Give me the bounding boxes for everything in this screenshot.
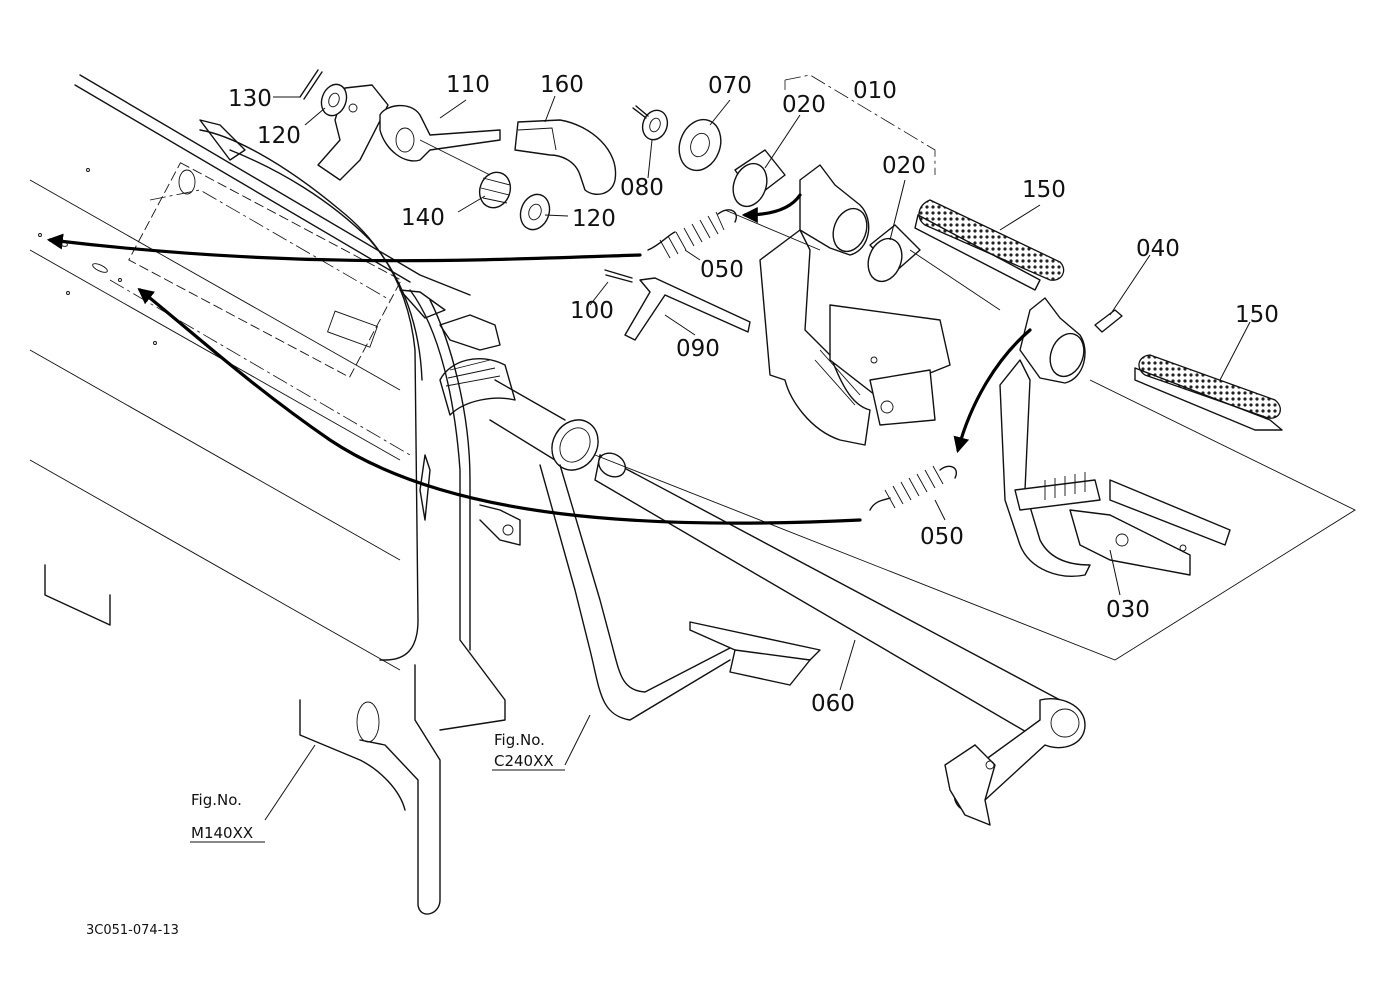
rod-090: [624, 277, 751, 341]
part-label-120-b: 120: [572, 206, 616, 232]
part-label-100: 100: [570, 298, 614, 324]
assembly-arrows: [46, 193, 1032, 525]
leader-lines: [190, 95, 1251, 843]
pedal-tread-150-upper: [914, 199, 1065, 291]
part-label-090: 090: [676, 336, 720, 362]
part-label-020-a: 020: [782, 92, 826, 118]
part-label-040: 040: [1136, 236, 1180, 262]
part-label-160: 160: [540, 72, 584, 98]
brake-pedal-060: [594, 452, 1086, 826]
pedal-tread-150-lower: [1134, 354, 1283, 431]
part-label-150-a: 150: [1022, 177, 1066, 203]
drawing-code: 3C051-074-13: [86, 923, 179, 938]
part-label-070: 070: [708, 73, 752, 99]
pin-040: [1094, 309, 1123, 333]
fig-ref-m140xx-line1: Fig.No.: [191, 791, 242, 809]
bushing-group: [632, 105, 921, 283]
part-label-140: 140: [401, 205, 445, 231]
part-label-130: 130: [228, 86, 272, 112]
part-labels: 130 120 110 160 140 120 080 070 020 010 …: [228, 72, 1279, 717]
left-pedal-lever: [759, 164, 951, 446]
fig-ref-m140xx-line2: M140XX: [191, 824, 253, 842]
part-label-110: 110: [446, 72, 490, 98]
part-label-010: 010: [853, 78, 897, 104]
part-label-080: 080: [620, 175, 664, 201]
part-label-020-b: 020: [882, 153, 926, 179]
chassis-frame: [29, 74, 521, 915]
part-label-030: 030: [1106, 597, 1150, 623]
part-label-050-a: 050: [700, 257, 744, 283]
part-label-150-b: 150: [1235, 302, 1279, 328]
pin-100: [604, 269, 633, 283]
assembly-outline: [594, 209, 1356, 661]
fig-ref-c240xx-line2: C240XX: [494, 752, 554, 770]
cross-shaft: [489, 379, 599, 471]
spring-050-lower: [869, 465, 957, 511]
fig-ref-m140xx: Fig.No. M140XX: [191, 791, 253, 842]
fig-ref-c240xx-line1: Fig.No.: [494, 731, 545, 749]
part-label-060: 060: [811, 691, 855, 717]
right-pedal-lever-030: [999, 297, 1231, 577]
part-label-050-b: 050: [920, 524, 964, 550]
assembly-bracket-010: [784, 74, 936, 175]
clutch-pedal-arm: [539, 464, 821, 721]
spring-050-upper: [647, 209, 737, 259]
part-label-120-a: 120: [257, 123, 301, 149]
linkage-group-upper: [299, 69, 617, 231]
fig-ref-c240xx: Fig.No. C240XX: [494, 731, 554, 770]
